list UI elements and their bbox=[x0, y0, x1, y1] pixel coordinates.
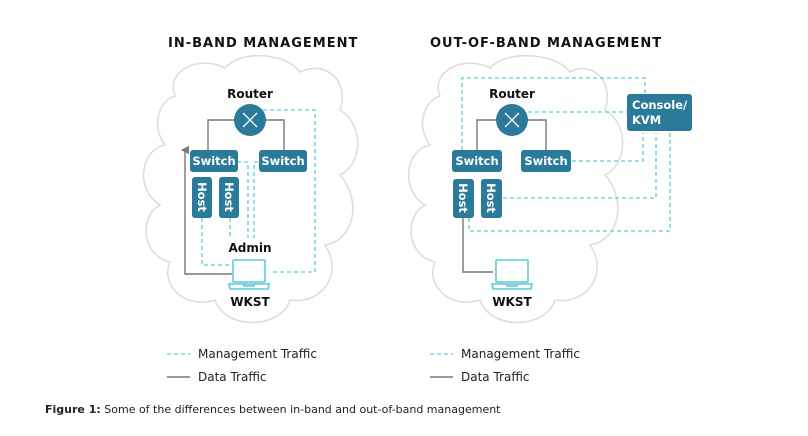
out-of-band-switch-left[interactable]: Switch bbox=[452, 150, 502, 172]
in-band-data-router-left-switch bbox=[207, 119, 237, 153]
out-of-band-switch-right[interactable]: Switch bbox=[521, 150, 571, 172]
legend-data-label: Data Traffic bbox=[198, 370, 267, 384]
in-band-mgmt-left-switch bbox=[237, 161, 249, 238]
router-x-icon bbox=[504, 112, 520, 128]
oob-mgmt-console-right-switch bbox=[572, 133, 644, 162]
in-band-wkst-label: WKST bbox=[230, 295, 270, 309]
oob-mgmt-console-host1 bbox=[468, 133, 671, 232]
in-band-switch-left[interactable]: Switch bbox=[190, 150, 238, 172]
out-of-band-panel: OUT-OF-BAND MANAGEMENT Console/ KVM Rout… bbox=[407, 36, 692, 324]
oob-data-host-wkst bbox=[462, 218, 493, 273]
out-of-band-switch-right-label: Switch bbox=[524, 154, 567, 168]
in-band-cloud bbox=[142, 54, 359, 324]
out-of-band-host-2-label: Host bbox=[484, 183, 498, 213]
router-x-icon bbox=[242, 112, 258, 128]
in-band-title: IN-BAND MANAGEMENT bbox=[168, 36, 358, 51]
laptop-icon[interactable] bbox=[491, 259, 533, 290]
in-band-host-2[interactable]: Host bbox=[219, 177, 239, 218]
oob-mgmt-console-left-switch bbox=[461, 77, 646, 150]
legend-out-of-band: Management Traffic Data Traffic bbox=[430, 347, 580, 384]
in-band-router[interactable]: Router bbox=[227, 87, 273, 136]
in-band-panel: IN-BAND MANAGEMENT Router Switch Switch bbox=[142, 36, 359, 324]
figure-caption-label: Figure 1: bbox=[45, 403, 101, 416]
in-band-mgmt-right-switch bbox=[253, 161, 258, 238]
in-band-mgmt-router bbox=[263, 109, 316, 273]
console-kvm-label-1: Console/ bbox=[632, 98, 688, 112]
oob-data-router-left-switch bbox=[476, 119, 502, 153]
oob-mgmt-console-host2 bbox=[503, 133, 657, 199]
in-band-admin-label: Admin bbox=[228, 241, 271, 255]
in-band-data-wkst-arrow bbox=[180, 145, 232, 275]
in-band-router-label: Router bbox=[227, 87, 273, 101]
laptop-icon[interactable] bbox=[228, 259, 270, 290]
figure-caption-text: Some of the differences between in-band … bbox=[101, 403, 501, 416]
in-band-host-1-label: Host bbox=[195, 182, 209, 212]
out-of-band-host-2[interactable]: Host bbox=[481, 179, 502, 218]
out-of-band-host-1[interactable]: Host bbox=[453, 179, 474, 218]
out-of-band-cloud bbox=[407, 54, 624, 324]
in-band-host-1[interactable]: Host bbox=[192, 177, 212, 218]
legend-management-label: Management Traffic bbox=[198, 347, 317, 361]
legend-in-band: Management Traffic Data Traffic bbox=[167, 347, 317, 384]
out-of-band-title: OUT-OF-BAND MANAGEMENT bbox=[430, 36, 662, 51]
console-kvm[interactable]: Console/ KVM bbox=[627, 94, 692, 131]
out-of-band-wkst-label: WKST bbox=[492, 295, 532, 309]
legend-data-label: Data Traffic bbox=[461, 370, 530, 384]
in-band-mgmt-host1 bbox=[201, 218, 232, 266]
legend-management-label: Management Traffic bbox=[461, 347, 580, 361]
figure-caption: Figure 1: Some of the differences betwee… bbox=[45, 403, 501, 416]
console-kvm-label-2: KVM bbox=[632, 113, 661, 127]
in-band-switch-left-label: Switch bbox=[192, 154, 235, 168]
out-of-band-router[interactable]: Router bbox=[489, 87, 535, 136]
in-band-switch-right[interactable]: Switch bbox=[259, 150, 307, 172]
oob-data-router-right-switch bbox=[527, 119, 547, 153]
in-band-host-2-label: Host bbox=[222, 182, 236, 212]
out-of-band-switch-left-label: Switch bbox=[455, 154, 498, 168]
out-of-band-host-1-label: Host bbox=[456, 183, 470, 213]
out-of-band-router-label: Router bbox=[489, 87, 535, 101]
in-band-data-router-right-switch bbox=[262, 119, 285, 153]
in-band-switch-right-label: Switch bbox=[261, 154, 304, 168]
